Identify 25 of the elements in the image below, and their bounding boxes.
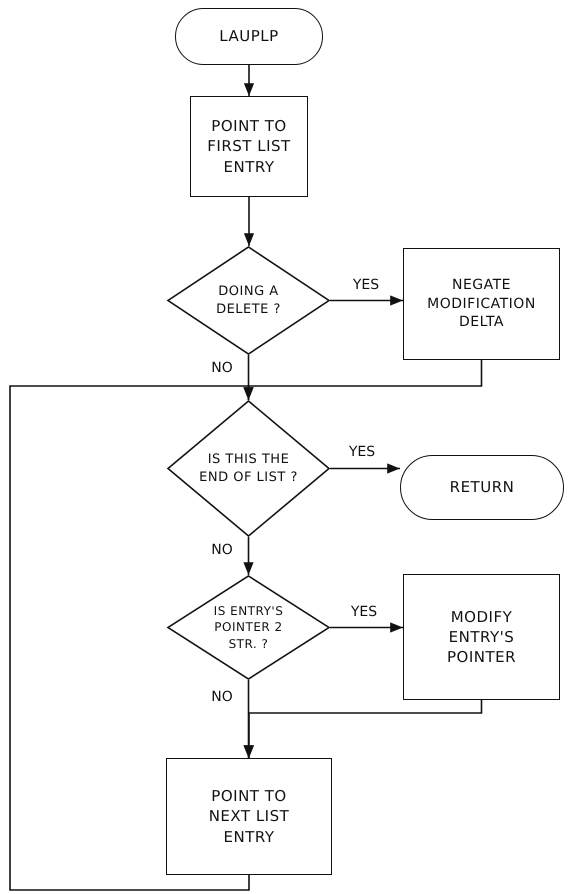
process-box (166, 758, 332, 875)
node-text: RETURN (450, 477, 514, 498)
arrow (243, 537, 254, 575)
node-text: NEGATE MODIFICATION DELTA (426, 276, 537, 332)
process-box (403, 248, 560, 360)
arrow (330, 463, 400, 474)
arrow (9, 385, 254, 891)
arrow (244, 197, 254, 246)
arrow (330, 295, 403, 306)
node-text: DOING A DELETE ? (215, 282, 282, 318)
decision-diamond (167, 575, 330, 680)
node-text: LAUPLP (219, 26, 279, 47)
arrow (330, 622, 403, 633)
node-text: POINT TO NEXT LIST ENTRY (208, 786, 290, 847)
arrow (244, 65, 254, 96)
node-text: POINT TO FIRST LIST ENTRY (206, 116, 292, 177)
decision-diamond (167, 246, 330, 355)
process-box (190, 96, 308, 197)
node-text: IS ENTRY'S POINTER 2 STR. ? (212, 603, 284, 652)
process-box (403, 574, 560, 700)
terminal-shape (400, 455, 564, 520)
arrow (244, 700, 482, 758)
node-text: MODIFY ENTRY'S POINTER (446, 606, 518, 668)
node-text: IS THIS THE END OF LIST ? (198, 450, 298, 486)
decision-diamond (167, 400, 330, 537)
